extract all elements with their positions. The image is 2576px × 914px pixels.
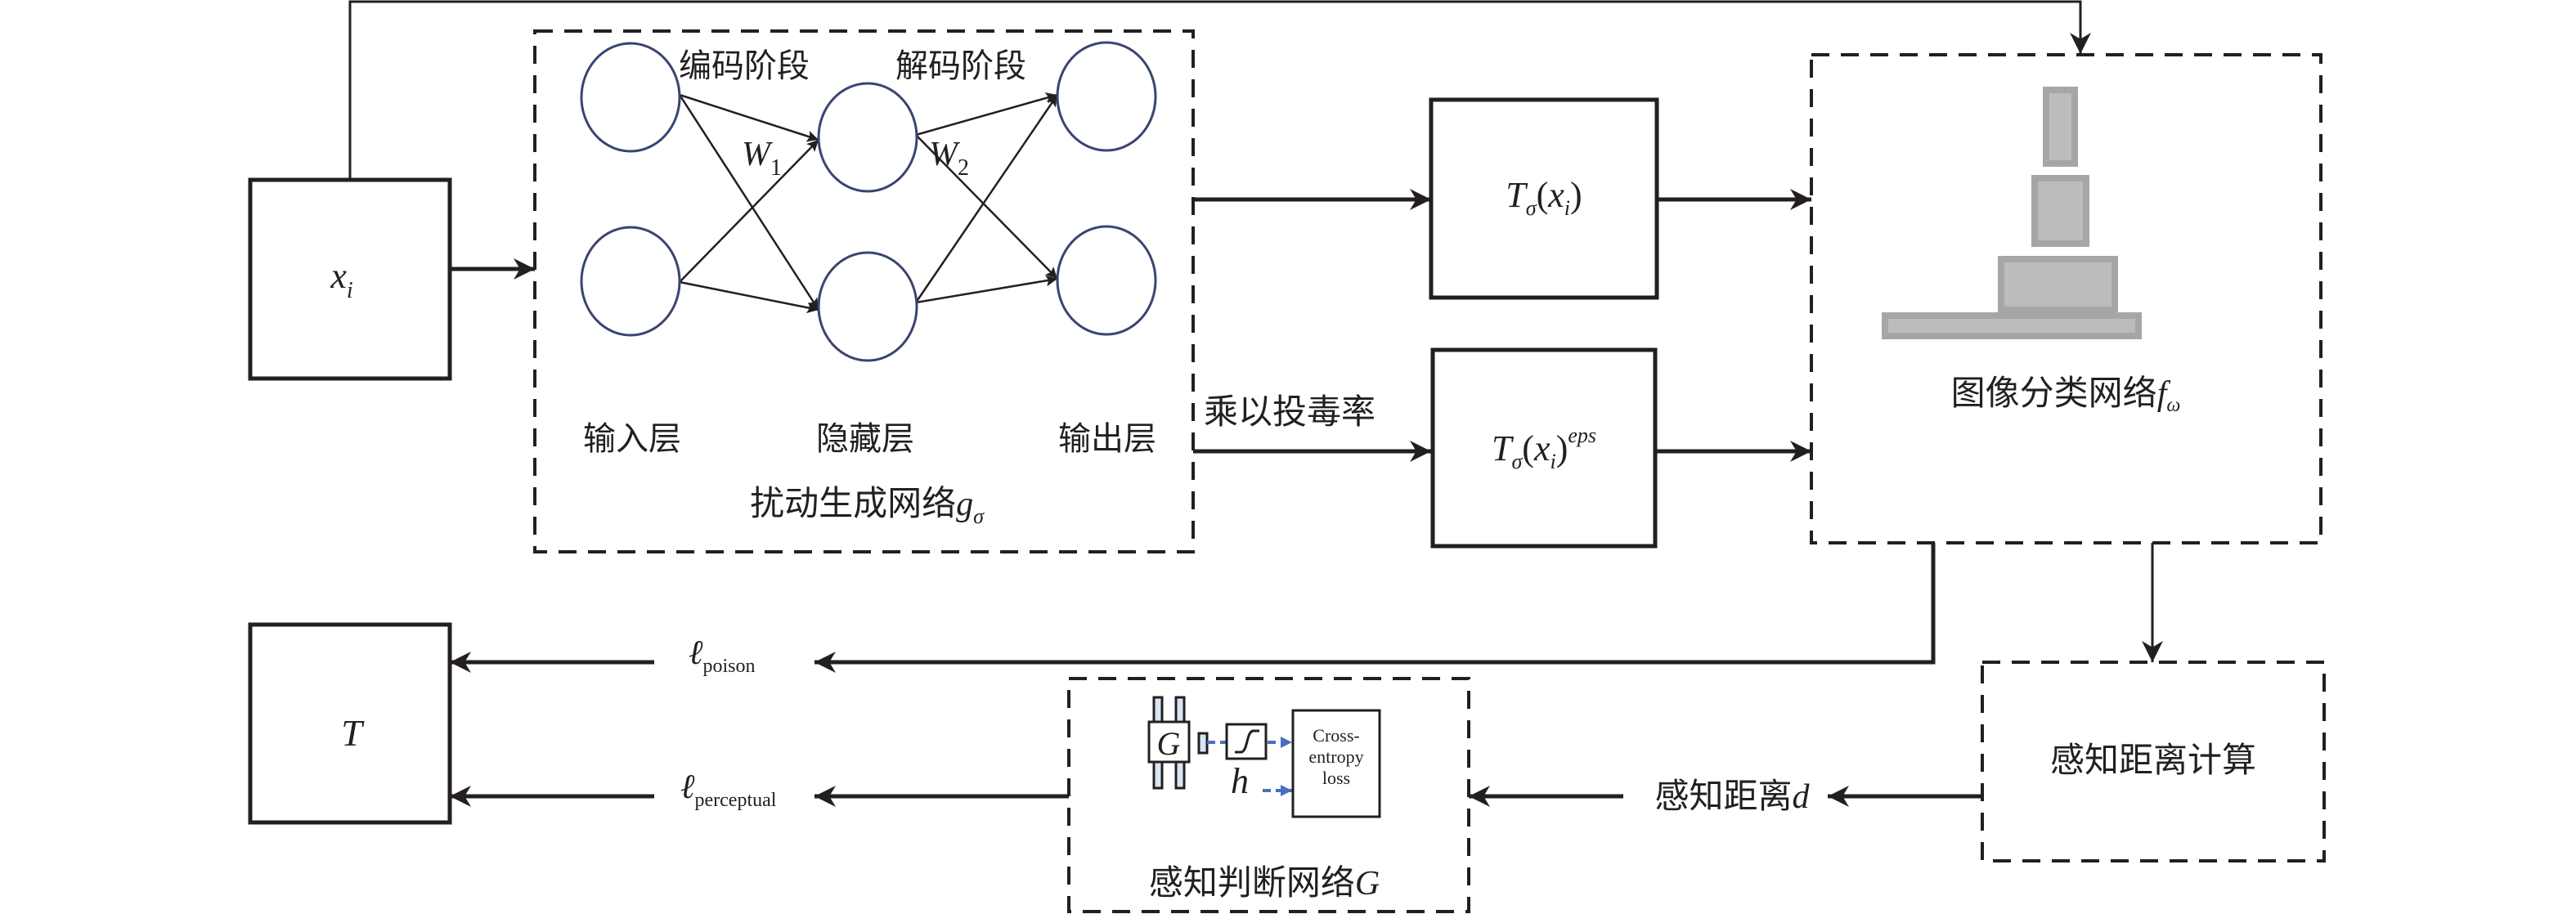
perceptual-distance-title: 感知距离计算 [2050,740,2256,780]
t-sigma-eps-label: Tσ(xi)eps [1492,423,1596,473]
sigmoid-icon [1225,723,1268,760]
t-sigma-eps-box[interactable]: Tσ(xi)eps [1430,347,1658,549]
encode-stage-label: 编码阶段 [679,47,810,85]
g-module-label: G [1157,725,1181,762]
weight-w2-label: W2 [929,136,969,181]
judgment-network-title: 感知判断网络G [1149,862,1380,903]
svg-text:entropy: entropy [1308,746,1363,767]
encoder-connections [678,93,820,314]
judgment-network-panel[interactable]: G h Cross- entropy loss 感知判断网络G [1067,677,1470,913]
input-label: xi [330,256,352,303]
decode-stage-label: 解码阶段 [895,47,1026,85]
svg-text:Cross-: Cross- [1313,725,1359,746]
classifier-title: 图像分类网络fω [1951,373,2181,416]
output-node-2 [1056,225,1157,336]
loss-poison-label: ℓpoison [689,634,756,677]
poison-rate-label: 乘以投毒率 [1204,392,1376,432]
input-node-1 [580,42,681,153]
target-box[interactable]: T [248,622,452,825]
hidden-node-1 [817,82,918,193]
h-label: h [1231,761,1249,801]
g-module-icon: G [1147,696,1209,790]
input-box[interactable]: xi [248,177,452,381]
perturbation-network-panel[interactable]: 编码阶段 解码阶段 W1 W2 输入层 隐藏层 输出层 扰动生成网络gσ [533,29,1195,553]
output-layer-label: 输出层 [1058,420,1156,458]
output-node-1 [1056,41,1157,152]
svg-text:loss: loss [1322,768,1350,788]
target-label: T [341,712,365,754]
decoder-connections [914,92,1059,304]
perceptual-distance-edge-label: 感知距离d [1654,776,1810,816]
cnn-layers-icon [1882,87,2142,339]
perceptual-distance-panel[interactable]: 感知距离计算 [1981,661,2326,862]
hidden-layer-label: 隐藏层 [816,420,914,458]
weight-w1-label: W1 [742,136,782,181]
feedback-edge-input-to-classifier [348,0,2091,180]
edge-classifier-to-poison-loss [815,543,1936,673]
t-sigma-label: Tσ(xi) [1506,175,1582,220]
input-layer-label: 输入层 [583,420,681,458]
hidden-node-2 [817,251,918,362]
loss-perceptual-label: ℓperceptual [680,768,777,811]
cross-entropy-loss-box: Cross- entropy loss [1291,709,1381,818]
perturbation-network-title: 扰动生成网络gσ [750,483,985,528]
input-node-2 [580,226,681,337]
t-sigma-box[interactable]: Tσ(xi) [1429,97,1659,300]
classifier-panel[interactable]: 图像分类网络fω [1810,53,2322,544]
